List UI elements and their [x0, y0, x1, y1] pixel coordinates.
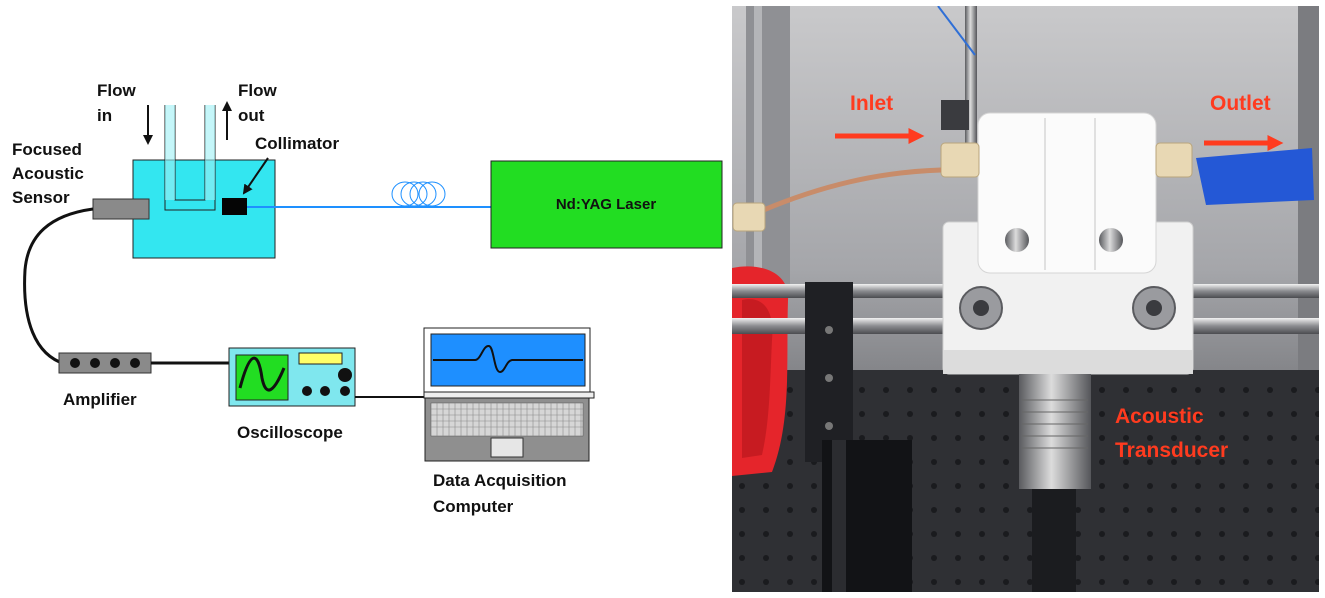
scope-knobs: [302, 368, 352, 396]
outlet-label: Outlet: [1210, 92, 1271, 115]
flow-out-label-2: out: [238, 106, 265, 125]
scope-waveform: [238, 356, 286, 392]
laptop-trackpad: [490, 437, 524, 458]
flow-out-label-1: Flow: [238, 81, 277, 100]
water-tank: [132, 159, 276, 259]
outlet-tube-fill: [205, 105, 215, 200]
focused-acoustic-sensor: [92, 198, 150, 220]
flow-in-label-1: Flow: [97, 81, 136, 100]
amplifier-label: Amplifier: [63, 390, 137, 409]
collimator-arrow: [242, 157, 269, 195]
inlet-tube-fill: [165, 105, 175, 200]
nd-yag-laser: [490, 160, 723, 249]
transducer-cable: [1032, 489, 1076, 592]
laser-label: Nd:YAG Laser: [556, 196, 656, 213]
computer-label-2: Computer: [433, 497, 514, 516]
flow-cell: [977, 112, 1157, 274]
collimator: [222, 198, 247, 215]
blue-tape: [1196, 148, 1314, 205]
screws: [959, 228, 1176, 330]
flow-in-label-2: in: [97, 106, 112, 125]
sensor-cable: [23, 207, 94, 366]
photo: Inlet Outlet Acoustic Transducer: [732, 6, 1319, 592]
sensor-label-3: Sensor: [12, 188, 70, 207]
transducer-label-1: Acoustic: [1115, 405, 1204, 428]
mount-bracket: [805, 282, 853, 462]
sensor-label-1: Focused: [12, 140, 82, 159]
laptop-waveform: [433, 345, 583, 374]
transducer-label-2: Transducer: [1115, 439, 1228, 462]
fiber-coil: [391, 181, 446, 207]
schematic: Nd:YAG Laser: [12, 81, 723, 516]
outlet-fitting: [1155, 142, 1193, 178]
frame-post-left: [746, 6, 790, 286]
inlet-fitting: [940, 142, 980, 178]
collimator-label: Collimator: [255, 134, 339, 153]
tubing-fitting: [732, 202, 766, 232]
oscilloscope-label: Oscilloscope: [237, 423, 343, 442]
computer-label-1: Data Acquisition: [433, 471, 567, 490]
amplifier-knobs: [70, 358, 140, 368]
sensor-label-2: Acoustic: [12, 164, 84, 183]
scope-display: [298, 352, 343, 365]
laptop-keyboard: [430, 402, 584, 437]
acoustic-transducer: [1019, 374, 1091, 489]
inlet-label: Inlet: [850, 92, 893, 115]
laptop-hinge: [423, 391, 595, 399]
inlet-tubing: [750, 167, 942, 218]
